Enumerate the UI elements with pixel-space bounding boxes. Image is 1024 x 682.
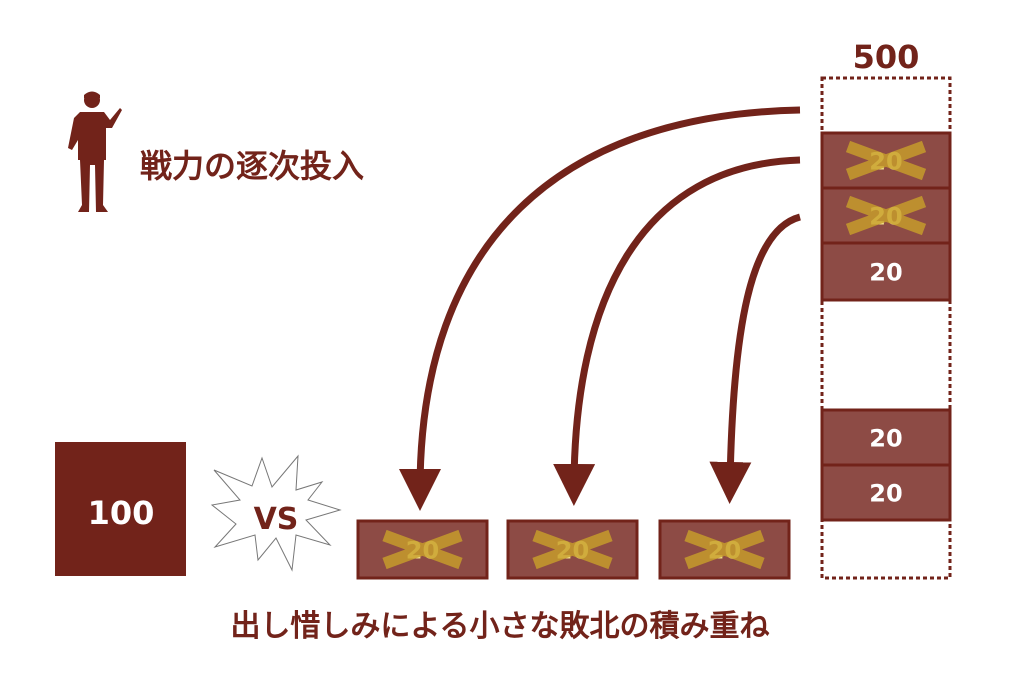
- reserve-block-value: 20: [869, 259, 902, 287]
- reserve-block-value: 20: [869, 425, 902, 453]
- reserve-block: 20: [820, 131, 952, 190]
- defeat-cross-icon: [845, 195, 927, 236]
- caption: 出し惜しみによる小さな敗北の積み重ね: [230, 609, 769, 644]
- reserve-block: 20: [820, 241, 952, 302]
- deployed-block: 20: [356, 519, 489, 580]
- reserve-block-value: 20: [869, 480, 902, 508]
- defeat-cross-icon: [532, 529, 613, 570]
- reserve-block-rect: [820, 241, 952, 302]
- defeat-cross-icon: [684, 529, 765, 570]
- deployed-block: 20: [506, 519, 639, 580]
- deployment-arrows: [399, 106, 802, 511]
- enemy-force-box: [55, 442, 186, 576]
- reserve-block: 20: [820, 463, 952, 522]
- deployed-block: 20: [658, 519, 791, 580]
- vs-starburst: [210, 454, 342, 572]
- arrow-3: [709, 213, 802, 504]
- defeat-cross-icon: [845, 140, 927, 181]
- arrow-1: [399, 106, 801, 511]
- reserve-block-rect: [820, 408, 952, 467]
- defeat-cross-icon: [382, 529, 463, 570]
- title: 戦力の逐次投入: [140, 147, 364, 185]
- total-force-value: 500: [853, 38, 920, 76]
- reserve-block: 20: [820, 408, 952, 467]
- soldier-icon: [68, 91, 122, 212]
- arrow-2: [553, 156, 801, 506]
- reserve-block: 20: [820, 186, 952, 245]
- vs-label: VS: [254, 502, 299, 537]
- reserve-block-rect: [820, 463, 952, 522]
- enemy-force-value: 100: [88, 494, 155, 532]
- total-force-outline: [820, 76, 952, 580]
